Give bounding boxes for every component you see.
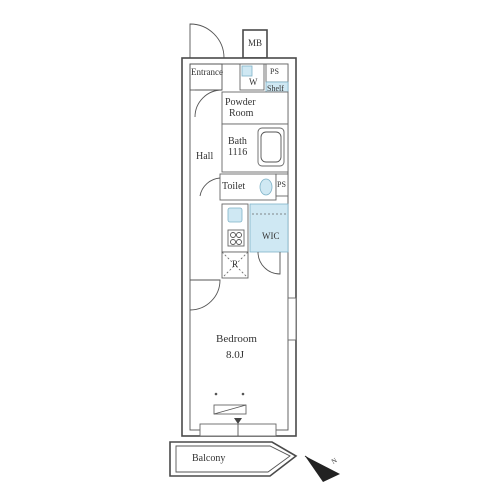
toilet-door-swing — [199, 177, 221, 197]
hall-label: Hall — [196, 151, 214, 162]
outlet-dot — [214, 392, 218, 396]
powder-room — [221, 91, 289, 125]
bath-label-2: 1116 — [228, 147, 248, 158]
wic-door-swing — [257, 251, 281, 275]
kitchen-sink — [227, 207, 243, 223]
bedroom-label-2: 8.0J — [226, 349, 245, 361]
burner — [230, 232, 236, 238]
powder-room-label-1: Powder — [225, 97, 256, 108]
washer-machine — [241, 65, 253, 77]
burner — [236, 239, 242, 245]
shelf-label: Shelf — [267, 84, 284, 93]
ps-mid-box — [275, 173, 289, 197]
burner — [230, 239, 236, 245]
balcony-label: Balcony — [192, 453, 226, 464]
washer-label: W — [249, 77, 258, 87]
entrance-inner-door — [194, 89, 223, 118]
entrance-door-swing — [189, 23, 225, 59]
refrigerator-box — [221, 251, 249, 279]
balcony-inner — [175, 445, 291, 473]
ps-top-label: PS — [270, 67, 279, 76]
bathtub — [257, 127, 285, 167]
ac-diagonal — [213, 404, 247, 415]
burner — [236, 232, 242, 238]
ps-mid-label: PS — [277, 180, 286, 189]
toilet-bowl — [259, 178, 273, 196]
side-window — [287, 297, 297, 341]
bath-label-1: Bath — [228, 136, 247, 147]
outlet-dot — [241, 392, 245, 396]
bedroom-door-swing — [189, 279, 221, 311]
compass-icon — [304, 455, 340, 482]
powder-room-label-2: Room — [229, 108, 254, 119]
mb-label: MB — [248, 38, 263, 48]
balcony-door-marker — [234, 418, 242, 424]
bathtub-inner — [260, 131, 282, 163]
balcony-outline — [169, 441, 298, 477]
wic-label: WIC — [262, 231, 280, 241]
entrance-label: Entrance — [191, 67, 223, 77]
bedroom-label-1: Bedroom — [216, 333, 257, 345]
refrigerator-label: R — [232, 259, 239, 269]
toilet-label: Toilet — [222, 181, 246, 192]
wic-area — [249, 203, 289, 253]
stove — [227, 229, 245, 247]
